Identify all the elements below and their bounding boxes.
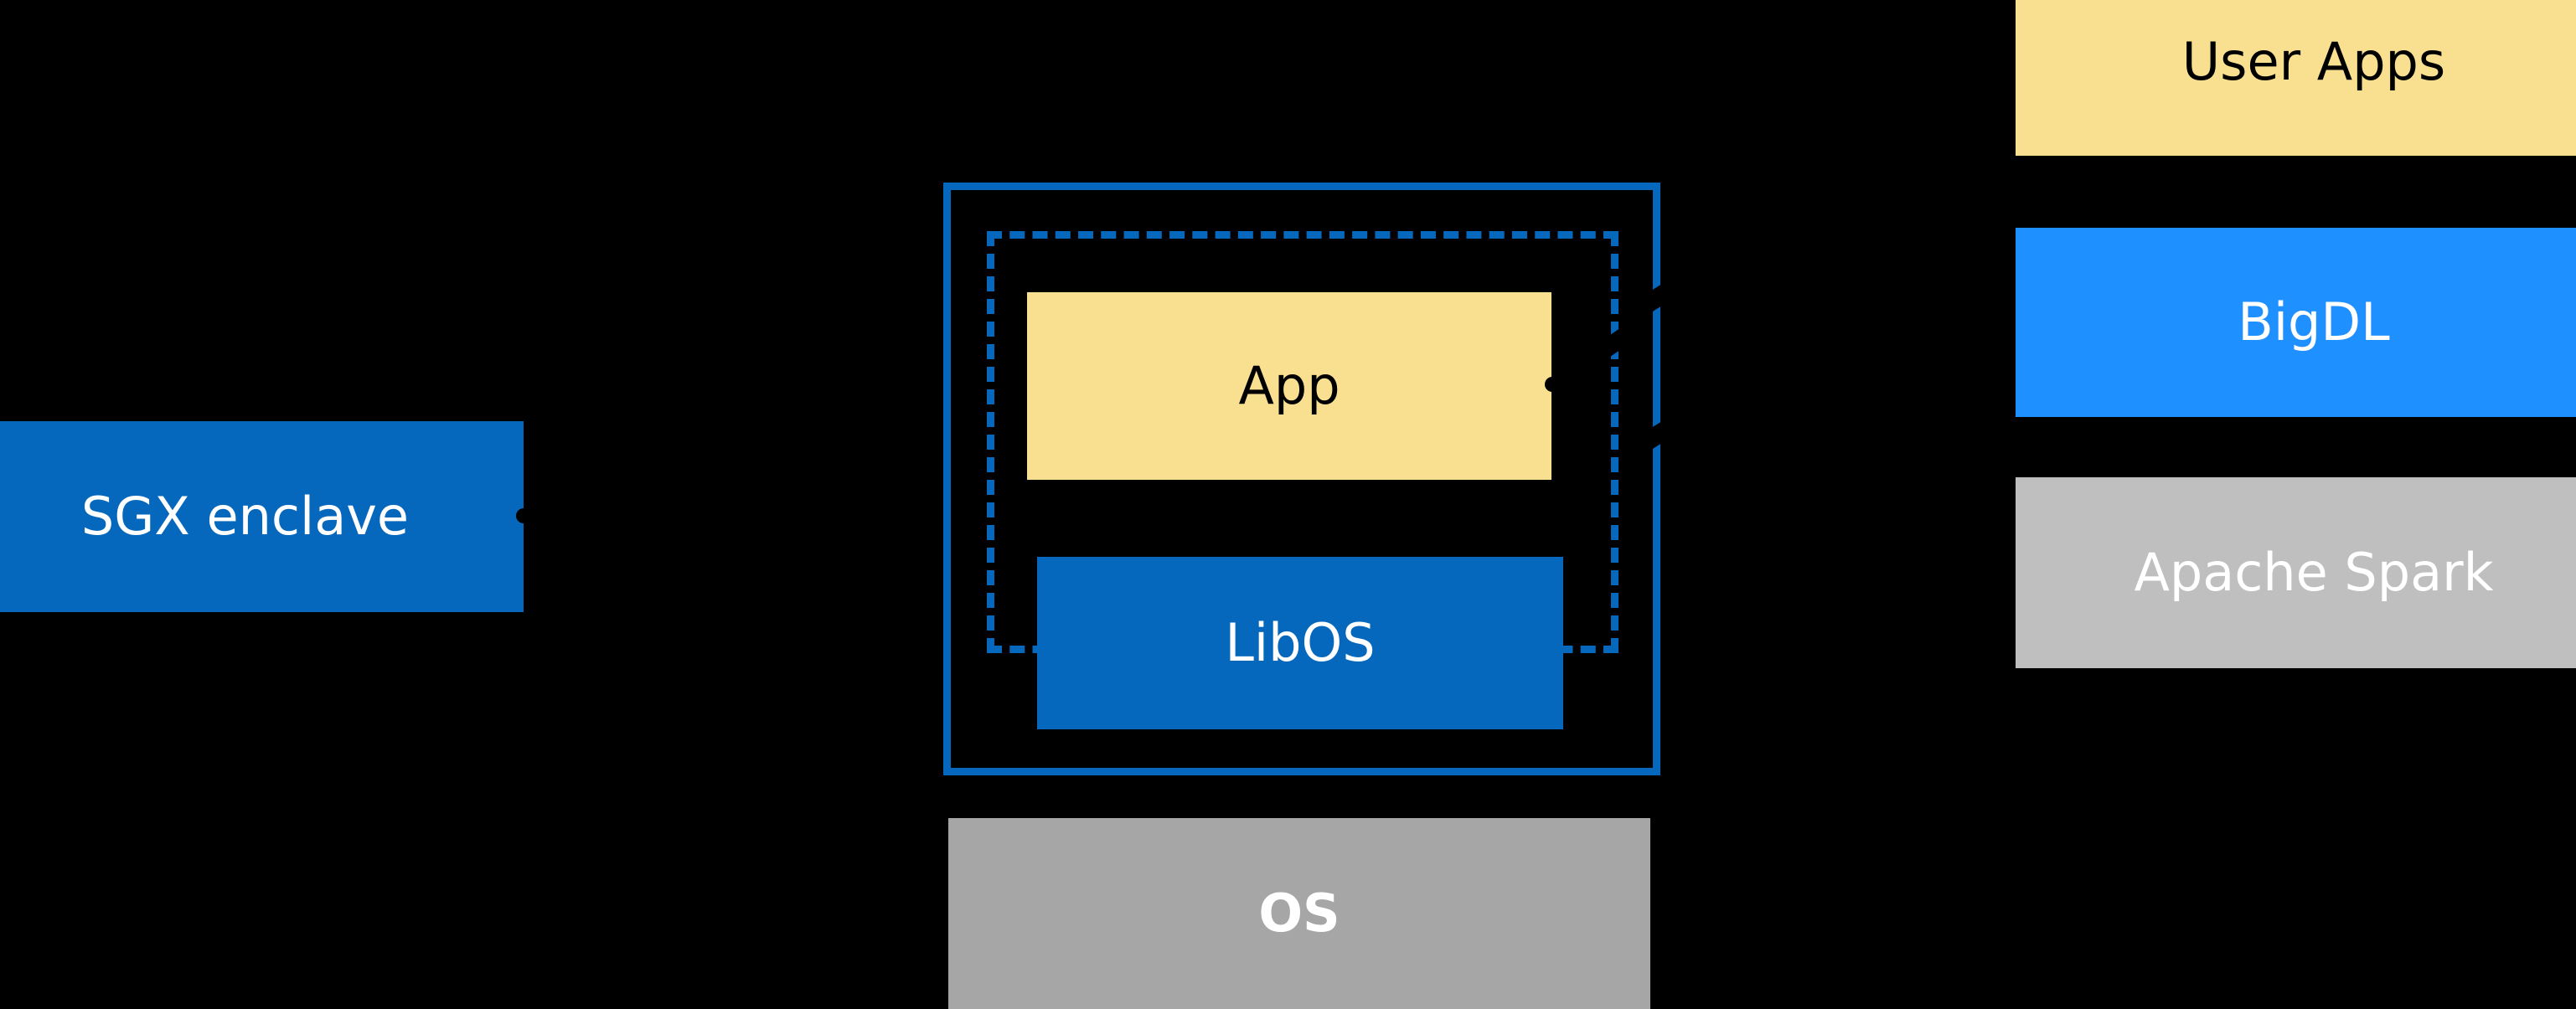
- sgx-enclave-label: SGX enclave: [80, 486, 410, 548]
- app-box[interactable]: App: [1027, 292, 1551, 480]
- bigdl-label: BigDL: [2238, 291, 2390, 353]
- bigdl-box[interactable]: BigDL: [2016, 228, 2576, 417]
- os-label: OS: [1258, 883, 1340, 945]
- apache-spark-box[interactable]: Apache Spark: [2016, 477, 2576, 668]
- apache-spark-label: Apache Spark: [2134, 542, 2494, 604]
- app-label: App: [1238, 355, 1340, 417]
- enclave-boundary-frame: [943, 183, 1660, 775]
- user-apps-box[interactable]: User Apps: [2016, 0, 2576, 156]
- libos-box[interactable]: LibOS: [1037, 557, 1563, 729]
- sgx-enclave-connector-marker: [516, 508, 531, 523]
- app-connector-marker: [1545, 377, 1560, 392]
- sgx-enclave-box[interactable]: SGX enclave: [0, 421, 524, 612]
- os-box[interactable]: OS: [948, 818, 1650, 1009]
- libos-label: LibOS: [1225, 612, 1376, 674]
- user-apps-label: User Apps: [2181, 31, 2446, 93]
